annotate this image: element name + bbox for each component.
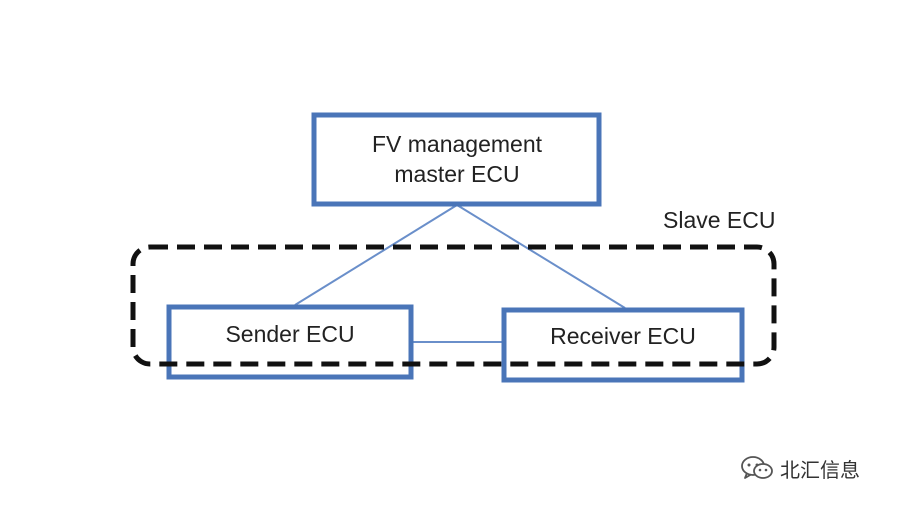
watermark-text: 北汇信息 bbox=[780, 457, 860, 482]
slave-ecu-group-border bbox=[130, 244, 777, 367]
connector-master-receiver bbox=[456, 204, 626, 309]
slave-ecu-group-label: Slave ECU bbox=[663, 207, 775, 233]
receiver-ecu-label: Receiver ECU bbox=[550, 323, 696, 349]
watermark: 北汇信息 bbox=[740, 453, 860, 483]
receiver-ecu-node: Receiver ECU bbox=[501, 307, 745, 383]
master-ecu-node: FV management master ECU bbox=[311, 112, 602, 207]
connector-master-sender bbox=[294, 204, 458, 306]
wechat-icon bbox=[740, 455, 774, 481]
sender-ecu-node: Sender ECU bbox=[166, 304, 414, 380]
master-ecu-label-line2: master ECU bbox=[394, 161, 519, 187]
sender-ecu-label: Sender ECU bbox=[225, 321, 354, 347]
master-ecu-label-line1: FV management bbox=[372, 131, 543, 157]
